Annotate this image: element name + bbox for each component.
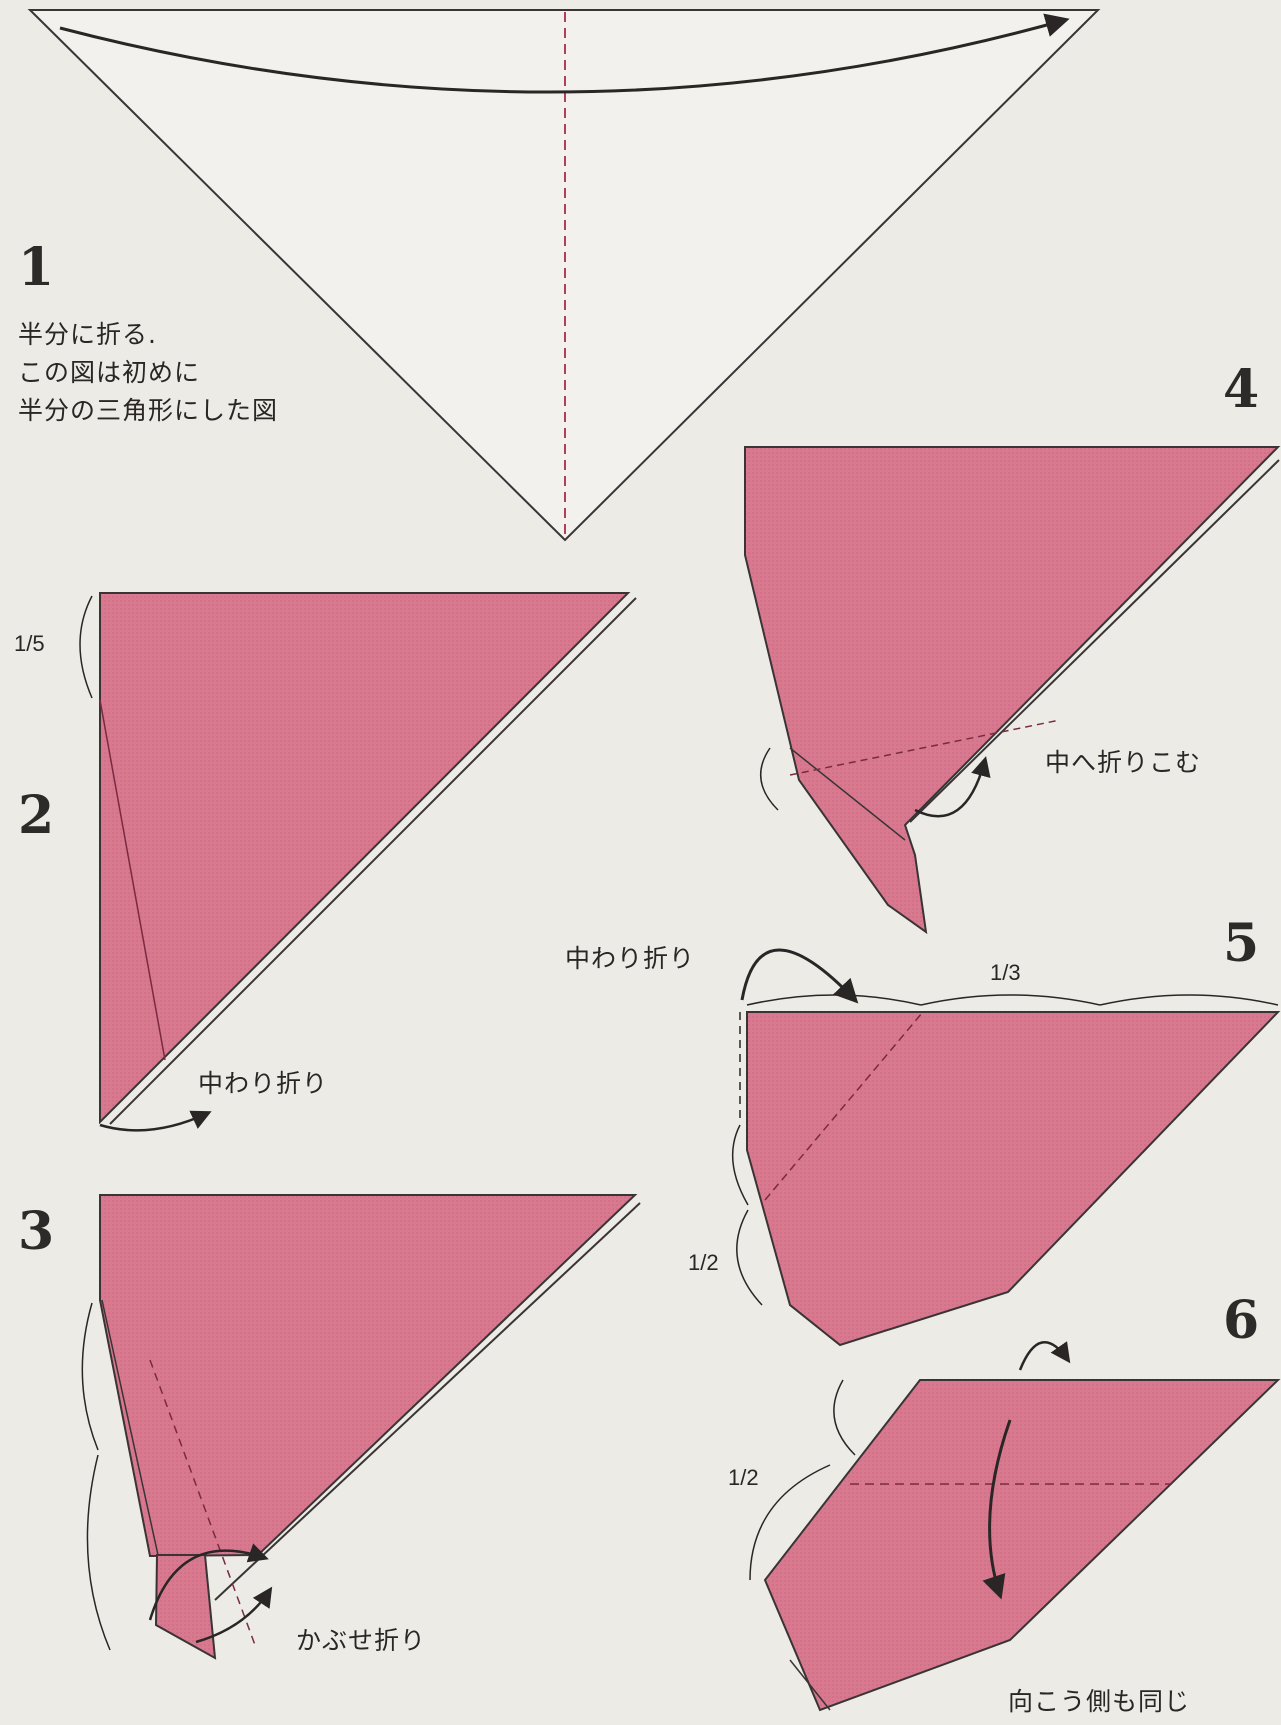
step6-inner-edge: [789, 1659, 831, 1711]
step5-bracket-top-1: [746, 994, 922, 1006]
step3-fold-label: かぶせ折り: [296, 1626, 427, 1655]
step5-bracket-side-1: [731, 1124, 749, 1206]
step2-fraction: 1/5: [14, 631, 45, 656]
step3-flap: [154, 1554, 217, 1660]
step4-bracket: [759, 747, 779, 811]
step5-fraction-half: 1/2: [688, 1250, 719, 1275]
step3-fold-arrow-outer: [148, 1543, 269, 1621]
step1-figure: [27, 9, 1101, 542]
step2-fold-crease: [99, 699, 166, 1061]
step4-figure: [744, 446, 1281, 935]
step5-inner-edge: [789, 1304, 841, 1346]
step4-fold-arrow: [914, 756, 991, 818]
step3-figure: [81, 1194, 641, 1660]
step5-number: 5: [1223, 913, 1260, 974]
step3-shape: [99, 1194, 638, 1558]
step3-bracket-upper: [81, 1302, 99, 1451]
step5-bracket-side-2: [736, 1209, 763, 1306]
step6-fraction: 1/2: [728, 1465, 759, 1490]
step6-note: 向こう側も同じ: [1008, 1687, 1191, 1716]
step1-instruction-line: 半分に折る.: [18, 320, 157, 349]
step3-crease: [149, 1359, 256, 1646]
step6-bracket-upper: [833, 1379, 856, 1456]
step4-shape: [744, 446, 1281, 935]
step1-fold-arrow: [59, 13, 1070, 94]
step3-back-layer-edge: [214, 1202, 641, 1601]
step1-number: 1: [18, 237, 55, 298]
step2-figure: [79, 592, 637, 1132]
step1-instruction: 半分に折る. この図は初めに 半分の三角形にした図: [18, 316, 278, 430]
step3-number: 3: [18, 1201, 55, 1262]
step3-inner-edge: [101, 1299, 159, 1556]
step4-number: 4: [1223, 359, 1260, 420]
step5-fraction-third: 1/3: [990, 960, 1021, 985]
step6-figure: [749, 1341, 1281, 1712]
step5-fold-arrow: [740, 948, 859, 1004]
step6-fold-arrow: [982, 1419, 1012, 1600]
step2-fold-label: 中わり折り: [198, 1069, 329, 1098]
step4-fold-label: 中へ折りこむ: [1045, 748, 1202, 777]
step4-crease: [789, 719, 1061, 776]
step2-number: 2: [18, 785, 55, 846]
step2-back-layer-edge: [109, 597, 637, 1125]
step5-crease: [764, 1012, 923, 1201]
step1-instruction-line: 半分の三角形にした図: [18, 396, 279, 425]
step6-bracket-lower: [749, 1464, 831, 1581]
step2-triangle: [99, 592, 631, 1125]
step3-bracket-lower: [86, 1454, 111, 1651]
step5-shape: [746, 1011, 1281, 1347]
step2-fold-arrow: [99, 1110, 212, 1132]
step5-bracket-top-2: [920, 994, 1101, 1006]
step5-bracket-top-3: [1099, 994, 1279, 1006]
step3-fold-arrow-inner: [195, 1586, 273, 1644]
step6-shape: [763, 1379, 1281, 1712]
step4-inner-edge: [789, 747, 906, 841]
step1-instruction-line: この図は初めに: [18, 358, 201, 387]
step5-fold-label: 中わり折り: [565, 944, 696, 973]
step6-top-turn-arrow: [1018, 1341, 1071, 1371]
step5-figure: [731, 948, 1281, 1347]
step6-number: 6: [1223, 1290, 1260, 1351]
step2-fraction-bracket: [79, 595, 93, 699]
